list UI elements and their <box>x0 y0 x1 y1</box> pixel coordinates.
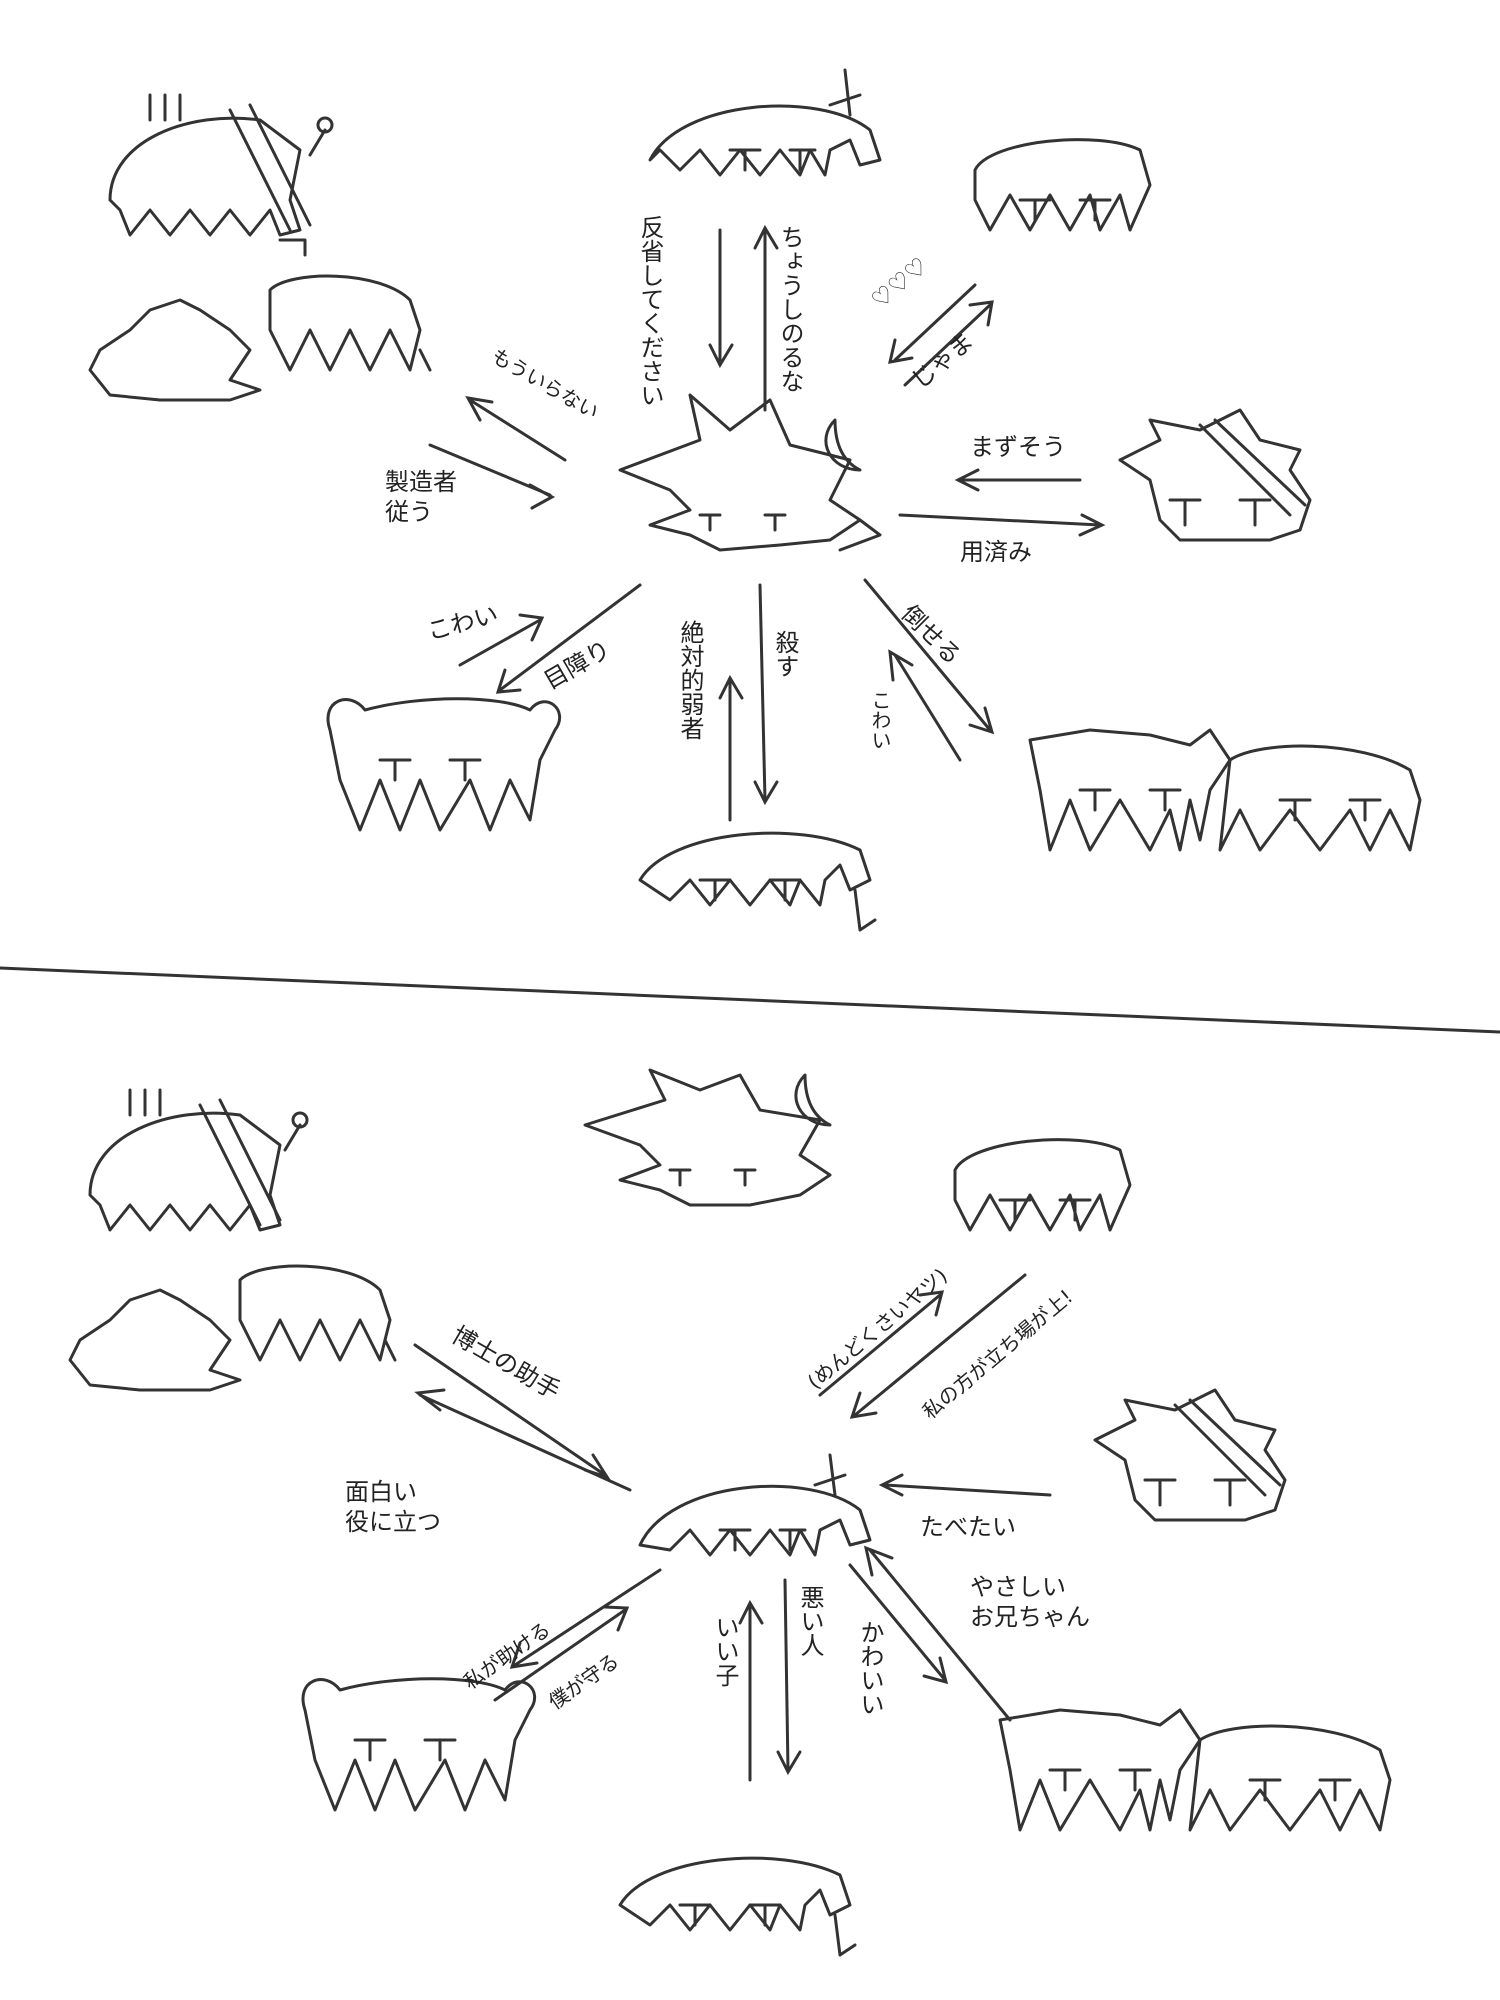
label-iiko: いい子 <box>711 1615 739 1687</box>
label-kowai-left: こわい <box>424 600 501 646</box>
top-dr-twins <box>1028 728 1422 852</box>
label-kawaii: かわいい <box>856 1620 884 1716</box>
bottom-ul-characters <box>68 1088 397 1392</box>
label-jakusha: 絶対的弱者 <box>676 620 704 740</box>
bottom-d-character <box>618 1856 857 1957</box>
label-jama: じゃま <box>906 327 979 395</box>
label-waruihito: 悪い人 <box>796 1585 824 1657</box>
top-diagram: 反省してください ちょうしのるな ♡♡♡ じゃま まずそう 用済み 倒せる こわ… <box>88 68 1422 932</box>
top-ur-character <box>973 138 1152 232</box>
label-kowai-right: こわい <box>868 690 892 750</box>
bottom-top-character <box>583 1068 832 1207</box>
label-tachiba: 私の方が立ち場が上! <box>918 1285 1077 1424</box>
bottom-ur-character <box>953 1138 1132 1232</box>
label-mezawari: 目障り <box>539 635 615 695</box>
label-yasashii: やさしいお兄ちゃん <box>970 1573 1090 1631</box>
label-mazusou: まずそう <box>970 433 1066 461</box>
label-hearts: ♡♡♡ <box>866 252 933 315</box>
label-omoshiroi: 面白い役に立つ <box>345 1478 441 1536</box>
top-up-character <box>648 68 882 177</box>
bottom-dr-twins <box>998 1708 1392 1832</box>
label-tabetai: たべたい <box>920 1513 1016 1541</box>
panel-divider <box>0 966 1500 1034</box>
top-d-character <box>638 831 877 932</box>
label-korosu: 殺す <box>771 630 799 678</box>
top-ul-characters <box>88 93 432 402</box>
bottom-dl-character <box>301 1677 537 1812</box>
label-mouiranai: もういらない <box>488 344 603 424</box>
label-mendokusai: (めんどくさいヤツ) <box>803 1263 952 1393</box>
label-youzumi: 用済み <box>960 538 1032 566</box>
label-seizousha: 製造者従う <box>385 468 457 526</box>
bottom-r-character <box>1093 1388 1287 1522</box>
top-arrows <box>428 224 1106 822</box>
top-center-character <box>618 393 882 552</box>
label-choushi: ちょうしのるな <box>776 225 804 393</box>
bottom-arrows <box>413 1273 1052 1782</box>
bottom-diagram: (めんどくさいヤツ) 私の方が立ち場が上! たべたい やさしいお兄ちゃん かわい… <box>68 1068 1392 1957</box>
label-tasukeru: 私が助ける <box>459 1617 555 1694</box>
label-hansei: 反省してください <box>636 215 664 407</box>
label-hakase: 博士の助手 <box>447 1321 565 1405</box>
bottom-center-character <box>638 1453 872 1557</box>
top-dl-character <box>326 697 562 832</box>
top-r-character <box>1118 408 1312 542</box>
